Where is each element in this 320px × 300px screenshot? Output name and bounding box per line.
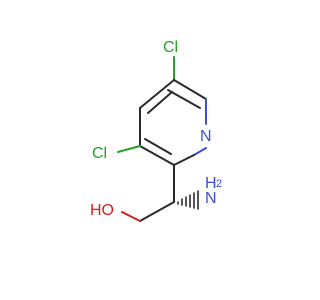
atom-oh: HO [90,202,114,219]
molecule-diagram: Cl Cl N H 2 N HO [90,39,222,222]
bond-calpha-ch2 [139,201,175,222]
bond-c4-c5-double [147,91,173,114]
bond-n-c2-part [193,147,207,156]
atom-cl-top: Cl [163,39,178,56]
atom-cl-left: Cl [92,145,107,162]
bond-ch2-o [121,211,141,222]
bond-c2-c3 [139,145,175,166]
atom-n-ring: N [200,128,212,145]
atom-nh2-h: H [205,175,217,192]
bond-c2-c3-double [144,138,172,155]
atom-labels: Cl Cl N H 2 N HO [90,39,222,219]
atom-nh2-n: N [205,190,217,207]
bond-c5-c6 [173,79,207,100]
bonds [117,56,207,222]
stereo-hash-wedge [177,190,199,210]
bond-c5-c6-double [167,89,201,109]
atom-nh2-subscript: 2 [216,178,222,190]
bond-n-c2 [173,154,195,166]
bond-c4-c5 [139,79,175,109]
bond-c3-cl [117,145,141,153]
